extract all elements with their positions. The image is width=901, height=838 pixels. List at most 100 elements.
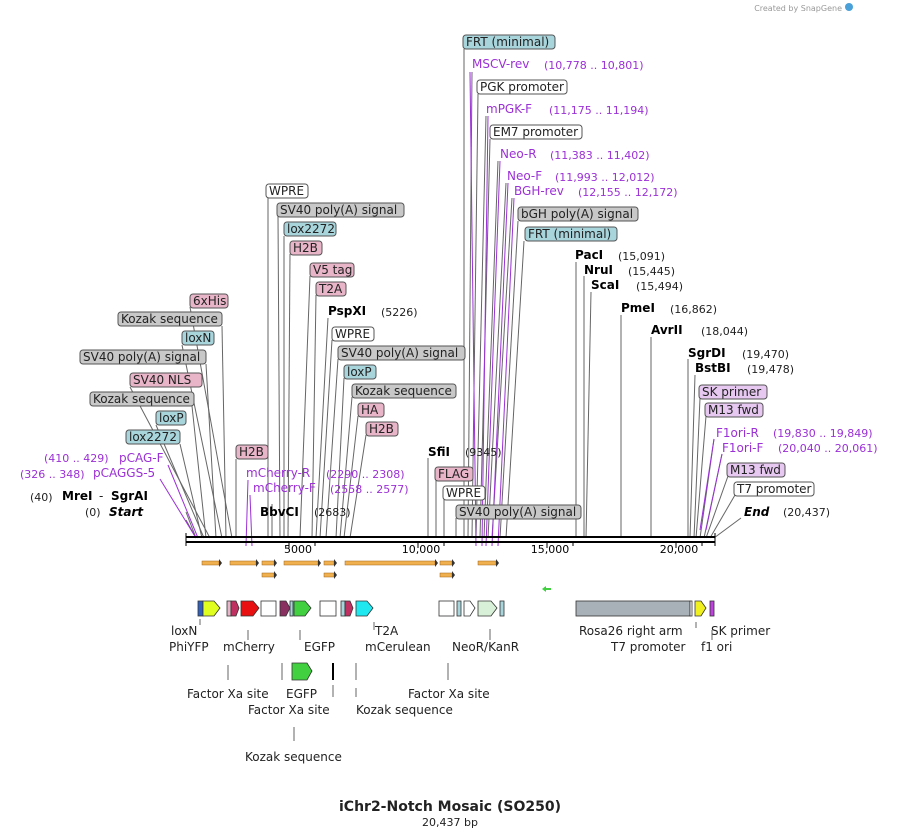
loxn-label: loxN xyxy=(185,331,211,345)
mscv-rev-range: (10,778 .. 10,801) xyxy=(544,59,644,72)
pcaggs-5-label: pCAGGS-5 xyxy=(93,466,155,480)
frt-minimal-label-1: FRT (minimal) xyxy=(466,35,549,49)
mpgk-f-range: (11,175 .. 11,194) xyxy=(549,104,649,117)
f1ori-f-range: (20,040 .. 20,061) xyxy=(778,442,878,455)
end-label: End xyxy=(744,505,770,519)
watermark-text: Created by SnapGene xyxy=(754,4,842,13)
scai-pos: (15,494) xyxy=(636,280,683,293)
neo-f-range: (11,993 .. 12,012) xyxy=(555,171,655,184)
h2b-label-1: H2B xyxy=(293,241,318,255)
loxp-label-2: loxP xyxy=(159,411,184,425)
sv40-nls-label: SV40 NLS xyxy=(133,373,191,387)
top-labels: FRT (minimal) MSCV-rev (10,778 .. 10,801… xyxy=(20,34,878,520)
em7-promoter-label: EM7 promoter xyxy=(493,125,578,139)
mcherry-feature-label: mCherry xyxy=(223,640,275,654)
kozak-label-3: Kozak sequence xyxy=(93,392,190,406)
mcherry-f-label: mCherry-F xyxy=(253,481,316,495)
pcaggs-5-range: (326 .. 348) xyxy=(20,468,85,481)
orf-arrows xyxy=(201,559,551,592)
f1ori-f-label: F1ori-F xyxy=(722,441,763,455)
bbvci-label: BbvCI xyxy=(260,505,299,519)
mrei-pos: (40) xyxy=(30,491,53,504)
t7-promoter-label: T7 promoter xyxy=(736,482,812,496)
pmei-pos: (16,862) xyxy=(670,303,717,316)
factor-xa-label-1: Factor Xa site xyxy=(187,687,269,701)
mcherry-f-range: (2558 .. 2577) xyxy=(330,483,409,496)
factor-xa-label-2: Factor Xa site xyxy=(248,703,330,717)
bgh-rev-label: BGH-rev xyxy=(514,184,564,198)
sgrdi-label: SgrDI xyxy=(688,346,726,360)
start-pos: (0) xyxy=(85,506,101,519)
neo-r-label: Neo-R xyxy=(500,147,537,161)
pcag-f-label: pCAG-F xyxy=(119,451,164,465)
neo-r-range: (11,383 .. 11,402) xyxy=(550,149,650,162)
h2b-label-3: H2B xyxy=(239,445,264,459)
t7-promoter-feature-label: T7 promoter xyxy=(610,640,686,654)
nrui-pos: (15,445) xyxy=(628,265,675,278)
svg-text:-: - xyxy=(99,489,103,503)
bgh-polya-label: bGH poly(A) signal xyxy=(521,207,633,221)
nrui-label: NruI xyxy=(584,263,613,277)
lox2272-label-2: lox2272 xyxy=(129,430,177,444)
scai-label: ScaI xyxy=(591,278,619,292)
mcherry-r-range: (2290 .. 2308) xyxy=(326,468,405,481)
tick-20000: 20,000 xyxy=(660,543,699,556)
sv40-polya-label-4: SV40 poly(A) signal xyxy=(83,350,200,364)
lox2272-label-1: lox2272 xyxy=(287,222,335,236)
leader-lines xyxy=(129,49,742,539)
f1ori-r-label: F1ori-R xyxy=(716,426,759,440)
sv40-polya-label-2: SV40 poly(A) signal xyxy=(341,346,458,360)
t2a-label: T2A xyxy=(318,282,343,296)
backbone: 5000 10,000 15,000 20,000 xyxy=(185,533,716,556)
6xhis-label: 6xHis xyxy=(193,294,226,308)
mrei-label: MreI xyxy=(62,489,92,503)
factor-xa-label-3: Factor Xa site xyxy=(408,687,490,701)
tick-5000: 5000 xyxy=(284,543,312,556)
sk-primer-feature-label: SK primer xyxy=(711,624,770,638)
tick-15000: 15,000 xyxy=(531,543,570,556)
phiyfp-feature-label: PhiYFP xyxy=(169,640,209,654)
pmei-label: PmeI xyxy=(621,301,655,315)
wpre-label-3: WPRE xyxy=(446,486,481,500)
sv40-polya-label-1: SV40 poly(A) signal xyxy=(280,203,397,217)
kozak-feature-label-1: Kozak sequence xyxy=(356,703,453,717)
bstbi-pos: (19,478) xyxy=(747,363,794,376)
m13-fwd-label-2: M13 fwd xyxy=(730,463,781,477)
frt-minimal-label-2: FRT (minimal) xyxy=(528,227,611,241)
flag-label: FLAG xyxy=(438,467,469,481)
mcerulean-feature-label: mCerulean xyxy=(365,640,431,654)
mcherry-r-label: mCherry-R xyxy=(246,466,310,480)
sfii-pos: (9345) xyxy=(465,446,502,459)
egfp-feature-label-2: EGFP xyxy=(286,687,317,701)
bottom-leader-lines xyxy=(199,619,713,741)
f1-ori-feature-label: f1 ori xyxy=(701,640,732,654)
bgh-rev-range: (12,155 .. 12,172) xyxy=(578,186,678,199)
map-title: iChr2-Notch Mosaic (SO250) xyxy=(339,799,561,815)
sfii-label: SfiI xyxy=(428,445,450,459)
wpre-label-1: WPRE xyxy=(269,184,304,198)
paci-pos: (15,091) xyxy=(618,250,665,263)
start-label: Start xyxy=(109,505,144,519)
neo-f-label: Neo-F xyxy=(507,169,542,183)
features-row xyxy=(197,600,715,681)
kozak-label-1: Kozak sequence xyxy=(355,384,452,398)
ha-label: HA xyxy=(361,403,379,417)
rosa26-feature-label: Rosa26 right arm xyxy=(579,624,683,638)
avrii-pos: (18,044) xyxy=(701,325,748,338)
sgrdi-pos: (19,470) xyxy=(742,348,789,361)
kozak-label-2: Kozak sequence xyxy=(121,312,218,326)
avrii-label: AvrII xyxy=(651,323,683,337)
feature-labels: loxN PhiYFP mCherry EGFP T2A mCerulean N… xyxy=(169,624,770,764)
sk-primer-label: SK primer xyxy=(702,385,761,399)
snapgene-logo-icon xyxy=(845,3,853,11)
primer-lines xyxy=(159,71,723,547)
bbvci-pos: (2683) xyxy=(314,506,351,519)
neor-kanr-feature-label: NeoR/KanR xyxy=(452,640,519,654)
sv40-polya-label-3: SV40 poly(A) signal xyxy=(459,505,576,519)
wpre-label-2: WPRE xyxy=(335,327,370,341)
mpgk-f-label: mPGK-F xyxy=(486,102,532,116)
h2b-label-2: H2B xyxy=(369,422,394,436)
bstbi-label: BstBI xyxy=(695,361,731,375)
pspxi-pos: (5226) xyxy=(381,306,418,319)
